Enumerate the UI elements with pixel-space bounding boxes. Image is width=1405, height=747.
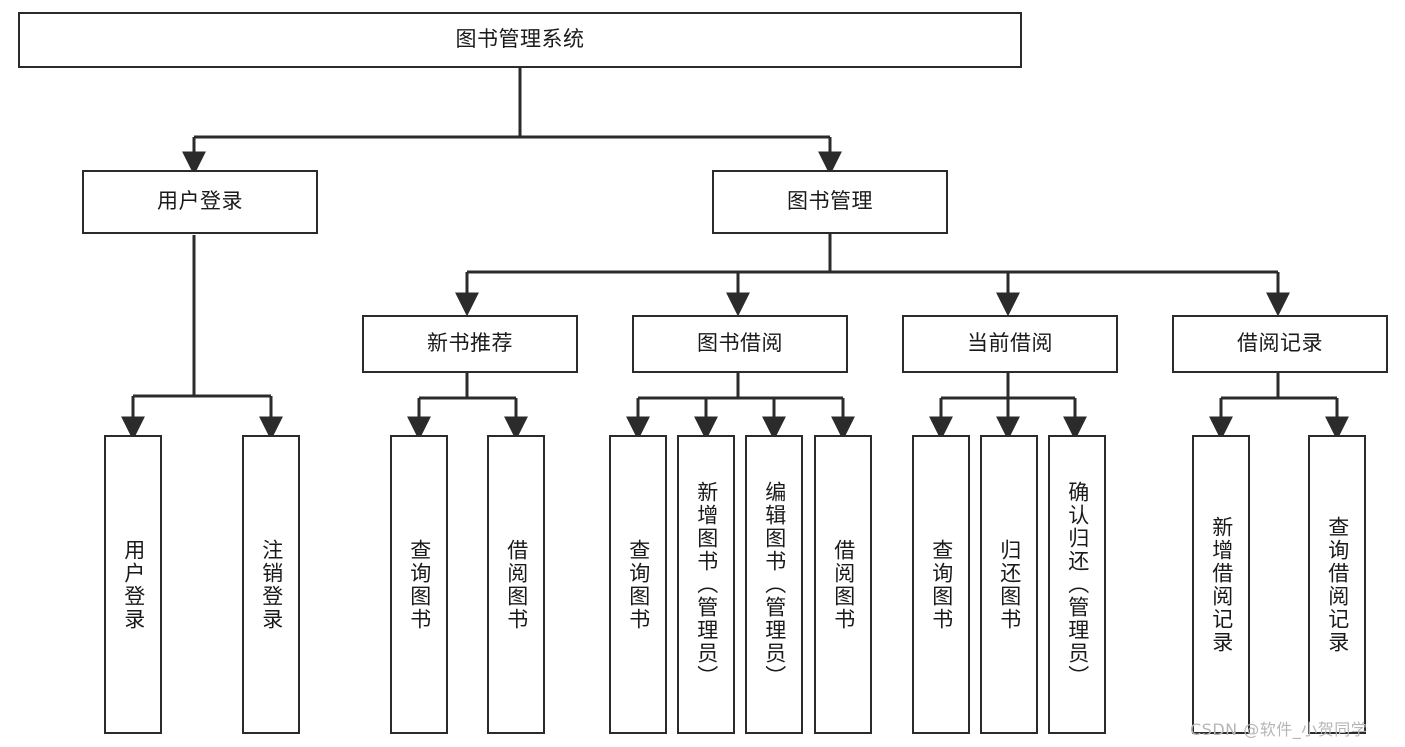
node-label: 当前借阅 bbox=[967, 331, 1053, 356]
node-leaf-new-book-0[interactable]: 查询图书 bbox=[390, 435, 448, 734]
current-borrow-to-leaves-connectors bbox=[929, 373, 1087, 441]
node-label: 确认归还（管理员） bbox=[1065, 481, 1090, 688]
node-leaf-new-book-1[interactable]: 借阅图书 bbox=[487, 435, 545, 734]
node-leaf-borrow-record-0[interactable]: 新增借阅记录 bbox=[1192, 435, 1250, 734]
node-label: 图书管理 bbox=[787, 189, 873, 214]
node-label: 借阅图书 bbox=[504, 538, 529, 631]
node-label: 查询图书 bbox=[626, 538, 651, 631]
user-login-to-leaves-connectors bbox=[121, 235, 283, 441]
node-leaf-book-borrow-2[interactable]: 编辑图书（管理员） bbox=[745, 435, 803, 734]
node-label: 图书管理系统 bbox=[455, 27, 585, 52]
node-leaf-current-borrow-0[interactable]: 查询图书 bbox=[912, 435, 970, 734]
borrow-record-to-leaves-connectors bbox=[1209, 373, 1349, 441]
node-book-borrow[interactable]: 图书借阅 bbox=[632, 315, 848, 373]
node-leaf-book-borrow-3[interactable]: 借阅图书 bbox=[814, 435, 872, 734]
node-label: 借阅图书 bbox=[831, 538, 856, 631]
node-label: 新增图书（管理员） bbox=[694, 481, 719, 688]
node-leaf-user-login-1[interactable]: 注销登录 bbox=[242, 435, 300, 734]
node-label: 新书推荐 bbox=[427, 331, 513, 356]
node-user-login[interactable]: 用户登录 bbox=[82, 170, 318, 234]
node-leaf-book-borrow-0[interactable]: 查询图书 bbox=[609, 435, 667, 734]
node-label: 新增借阅记录 bbox=[1209, 515, 1234, 654]
node-label: 归还图书 bbox=[997, 538, 1022, 631]
node-leaf-book-borrow-1[interactable]: 新增图书（管理员） bbox=[677, 435, 735, 734]
node-current-borrow[interactable]: 当前借阅 bbox=[902, 315, 1118, 373]
node-label: 查询图书 bbox=[407, 538, 432, 631]
watermark-text: CSDN @软件_小贺同学 bbox=[1190, 720, 1368, 739]
node-leaf-current-borrow-1[interactable]: 归还图书 bbox=[980, 435, 1038, 734]
node-label: 用户登录 bbox=[121, 538, 146, 631]
node-label: 图书借阅 bbox=[697, 331, 783, 356]
node-borrow-record[interactable]: 借阅记录 bbox=[1172, 315, 1388, 373]
book-borrow-to-leaves-connectors bbox=[626, 373, 855, 441]
node-label: 用户登录 bbox=[157, 189, 243, 214]
book-manage-to-level3-connectors bbox=[455, 232, 1290, 317]
new-book-to-leaves-connectors bbox=[407, 373, 528, 441]
node-label: 借阅记录 bbox=[1237, 331, 1323, 356]
node-label: 编辑图书（管理员） bbox=[762, 481, 787, 688]
node-book-management[interactable]: 图书管理 bbox=[712, 170, 948, 234]
node-leaf-current-borrow-2[interactable]: 确认归还（管理员） bbox=[1048, 435, 1106, 734]
node-label: 查询借阅记录 bbox=[1325, 515, 1350, 654]
root-to-level2-connectors bbox=[182, 68, 842, 176]
node-root-book-management-system[interactable]: 图书管理系统 bbox=[18, 12, 1022, 68]
node-leaf-user-login-0[interactable]: 用户登录 bbox=[104, 435, 162, 734]
node-new-book-recommend[interactable]: 新书推荐 bbox=[362, 315, 578, 373]
node-label: 注销登录 bbox=[259, 538, 284, 631]
node-label: 查询图书 bbox=[929, 538, 954, 631]
node-leaf-borrow-record-1[interactable]: 查询借阅记录 bbox=[1308, 435, 1366, 734]
